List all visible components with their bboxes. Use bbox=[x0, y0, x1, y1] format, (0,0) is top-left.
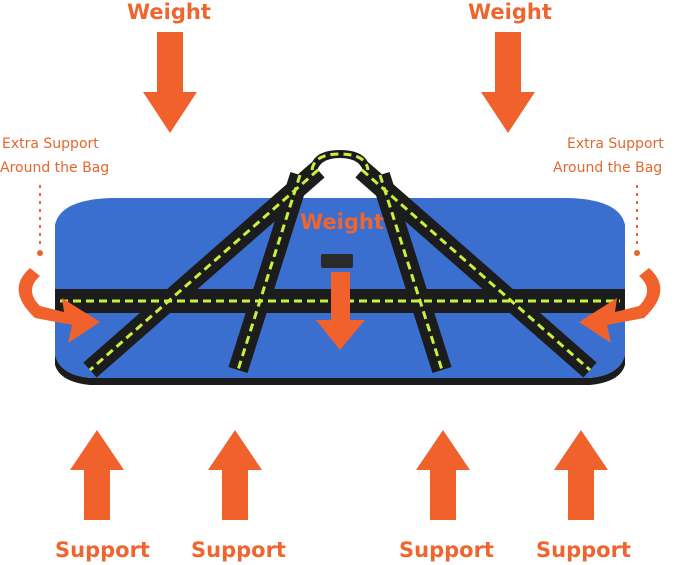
extra-support-right-line1: Extra Support bbox=[567, 136, 664, 152]
support-label-3: Support bbox=[399, 538, 494, 562]
extra-support-right-line2: Around the Bag bbox=[553, 160, 663, 176]
support-arrow-1 bbox=[70, 430, 124, 520]
support-label-2: Support bbox=[191, 538, 286, 562]
brand-patch bbox=[321, 254, 353, 268]
extra-support-left-line2: Around the Bag bbox=[0, 160, 110, 176]
weight-label-left: Weight bbox=[127, 0, 211, 24]
support-arrow-4 bbox=[554, 430, 608, 520]
weight-arrow-center bbox=[316, 272, 365, 350]
weight-arrow-left bbox=[143, 32, 197, 133]
support-arrow-3 bbox=[416, 430, 470, 520]
weight-label-right: Weight bbox=[468, 0, 552, 24]
weight-arrow-right bbox=[481, 32, 535, 133]
support-label-4: Support bbox=[536, 538, 631, 562]
wrap-arrow-right bbox=[579, 268, 661, 343]
extra-support-left-line1: Extra Support bbox=[2, 136, 99, 152]
support-label-1: Support bbox=[55, 538, 150, 562]
weight-label-center: Weight bbox=[300, 210, 384, 234]
wrap-arrow-left bbox=[18, 268, 100, 343]
support-arrow-2 bbox=[208, 430, 262, 520]
